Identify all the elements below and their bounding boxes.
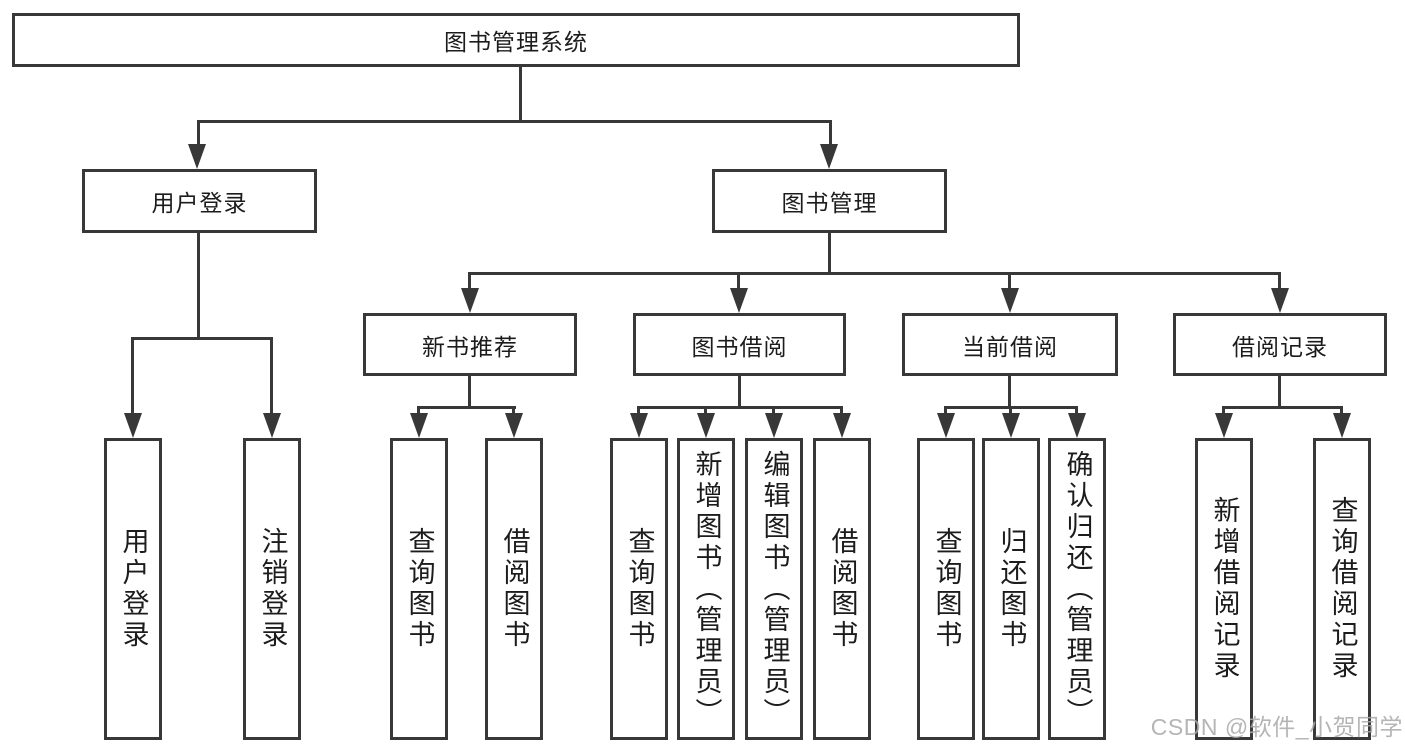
connector-stub bbox=[1222, 406, 1225, 418]
connector-stub bbox=[772, 406, 775, 418]
connector-stub bbox=[512, 406, 515, 418]
connector-book-borrowing-vertical bbox=[738, 376, 741, 409]
connector-current-borrowing-vertical bbox=[1008, 376, 1011, 409]
arrow-down-icon bbox=[1333, 413, 1351, 438]
node-label: 编辑图书（管理员） bbox=[759, 449, 790, 729]
arrow-down-icon bbox=[1001, 288, 1019, 313]
node-label: 归还图书 bbox=[996, 527, 1027, 651]
connector-stub-book-borrowing bbox=[737, 272, 740, 292]
node-label: 新增图书（管理员） bbox=[691, 449, 722, 729]
connector-stub bbox=[637, 406, 640, 418]
node-query-books-borrowing: 查询图书 bbox=[610, 438, 668, 740]
connector-book-borrowing-horizontal bbox=[637, 406, 843, 409]
arrow-down-icon bbox=[1068, 413, 1086, 438]
connector-stub-logout bbox=[270, 337, 273, 419]
node-library-management-system: 图书管理系统 bbox=[12, 13, 1020, 67]
arrow-down-icon bbox=[697, 413, 715, 438]
connector-stub-book-management bbox=[829, 120, 832, 150]
node-borrowing-records: 借阅记录 bbox=[1173, 313, 1387, 376]
node-borrow-books-recommend: 借阅图书 bbox=[485, 438, 543, 740]
arrow-down-icon bbox=[833, 413, 851, 438]
node-user-login-leaf: 用户登录 bbox=[104, 438, 162, 740]
node-label: 查询借阅记录 bbox=[1327, 496, 1358, 682]
node-label: 图书借阅 bbox=[691, 333, 788, 360]
node-borrow-books-borrowing: 借阅图书 bbox=[813, 438, 871, 740]
node-label: 用户登录 bbox=[118, 527, 149, 651]
arrow-down-icon bbox=[630, 413, 648, 438]
connector-stub-new-book bbox=[468, 272, 471, 292]
node-add-borrow-record: 新增借阅记录 bbox=[1195, 438, 1253, 740]
node-label: 借阅记录 bbox=[1232, 333, 1328, 360]
node-logout: 注销登录 bbox=[243, 438, 301, 740]
node-query-books-current: 查询图书 bbox=[917, 438, 975, 740]
arrow-down-icon bbox=[765, 413, 783, 438]
connector-stub-borrowing-records bbox=[1278, 272, 1281, 292]
connector-borrowing-records-vertical bbox=[1278, 376, 1281, 409]
node-query-books-recommend: 查询图书 bbox=[390, 438, 448, 740]
connector-user-login-horizontal bbox=[131, 337, 273, 340]
arrow-down-icon bbox=[505, 413, 523, 438]
node-label: 借阅图书 bbox=[499, 527, 530, 651]
node-label: 当前借阅 bbox=[962, 333, 1058, 360]
connector-level3-horizontal bbox=[468, 272, 1281, 275]
node-label: 注销登录 bbox=[257, 527, 288, 651]
connector-new-book-horizontal bbox=[417, 406, 516, 409]
node-confirm-return-admin: 确认归还（管理员） bbox=[1048, 438, 1106, 740]
node-label: 新书推荐 bbox=[422, 333, 518, 360]
arrow-down-icon bbox=[937, 413, 955, 438]
node-current-borrowing: 当前借阅 bbox=[902, 313, 1118, 376]
node-label: 查询图书 bbox=[931, 527, 962, 651]
arrow-down-icon bbox=[188, 144, 206, 169]
node-book-borrowing: 图书借阅 bbox=[633, 313, 846, 376]
connector-book-management-vertical bbox=[828, 233, 831, 275]
arrow-down-icon bbox=[1215, 413, 1233, 438]
arrow-down-icon bbox=[263, 413, 281, 438]
connector-stub-current-borrowing bbox=[1008, 272, 1011, 292]
node-label: 新增借阅记录 bbox=[1209, 496, 1240, 682]
node-add-books-admin: 新增图书（管理员） bbox=[677, 438, 735, 740]
connector-level2-horizontal bbox=[197, 120, 832, 123]
connector-stub bbox=[944, 406, 947, 418]
connector-stub bbox=[704, 406, 707, 418]
arrow-down-icon bbox=[730, 288, 748, 313]
node-label: 确认归还（管理员） bbox=[1062, 449, 1093, 729]
connector-stub-user-login bbox=[197, 120, 200, 150]
connector-stub bbox=[840, 406, 843, 418]
arrow-down-icon bbox=[1002, 413, 1020, 438]
node-new-book-recommend: 新书推荐 bbox=[363, 313, 577, 376]
connector-borrowing-records-horizontal bbox=[1222, 406, 1343, 409]
arrow-down-icon bbox=[410, 413, 428, 438]
node-user-login: 用户登录 bbox=[82, 169, 317, 233]
connector-user-login-vertical bbox=[197, 233, 200, 340]
node-label: 用户登录 bbox=[151, 190, 248, 216]
connector-stub bbox=[417, 406, 420, 418]
connector-root-vertical bbox=[519, 67, 522, 123]
arrow-down-icon bbox=[1271, 288, 1289, 313]
node-return-books: 归还图书 bbox=[982, 438, 1040, 740]
node-label: 图书管理 bbox=[781, 190, 878, 216]
node-book-management: 图书管理 bbox=[712, 169, 947, 233]
node-edit-books-admin: 编辑图书（管理员） bbox=[745, 438, 803, 740]
node-label: 图书管理系统 bbox=[444, 29, 588, 55]
connector-stub bbox=[1075, 406, 1078, 418]
arrow-down-icon bbox=[820, 144, 838, 169]
connector-stub-user-login-leaf bbox=[131, 337, 134, 419]
node-label: 查询图书 bbox=[404, 527, 435, 651]
connector-new-book-vertical bbox=[468, 376, 471, 409]
node-query-borrow-record: 查询借阅记录 bbox=[1313, 438, 1371, 740]
arrow-down-icon bbox=[124, 413, 142, 438]
node-label: 查询图书 bbox=[624, 527, 655, 651]
connector-stub bbox=[1009, 406, 1012, 418]
connector-stub bbox=[1340, 406, 1343, 418]
arrow-down-icon bbox=[461, 288, 479, 313]
node-label: 借阅图书 bbox=[827, 527, 858, 651]
csdn-watermark: CSDN @软件_小贺同学 bbox=[1150, 714, 1403, 740]
